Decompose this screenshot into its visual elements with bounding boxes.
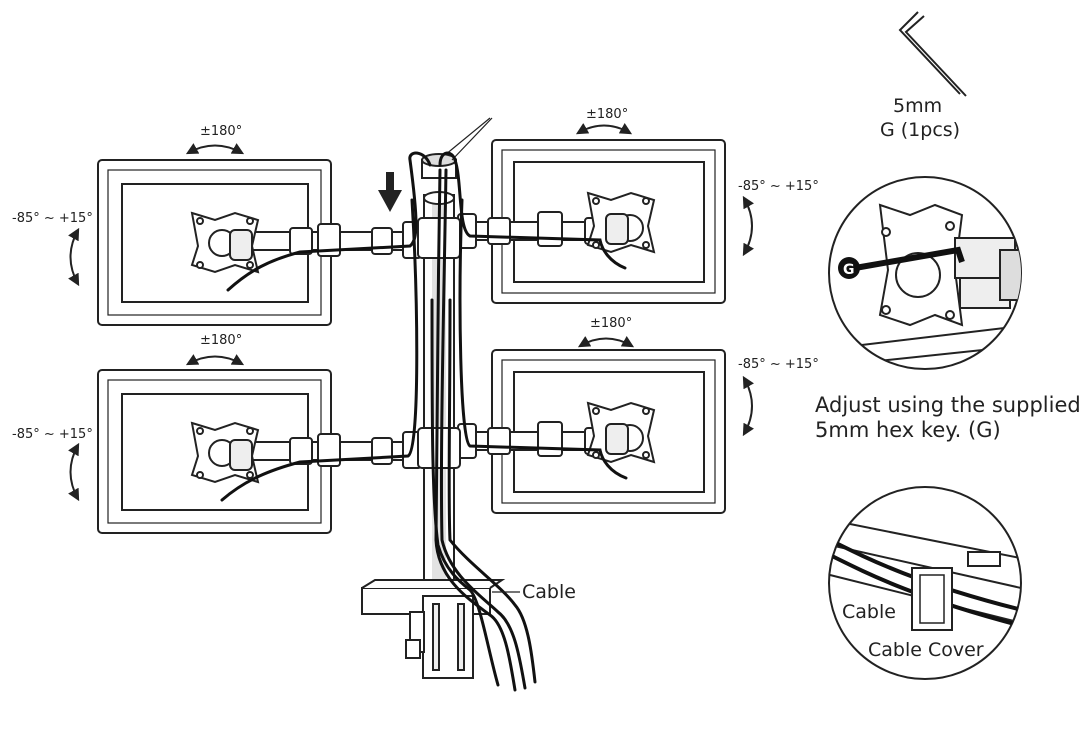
tilt-label-bottom-right: -85° ~ +15° [738,357,819,372]
swivel-arrows [185,123,635,366]
hex-key-icon [898,11,967,97]
swivel-label-bottom-left: ±180° [200,333,242,348]
down-arrow-icon [378,172,402,212]
hex-instruction-line1: Adjust using the supplied [815,393,1081,417]
vesa-plate-bottom-left [190,421,260,484]
detail-cable-cover-label: Cable Cover [868,639,984,661]
detail-cable-cover [828,486,1022,680]
pointer-lines [444,117,493,161]
hex-badge-letter: G [843,262,855,278]
swivel-label-top-right: ±180° [586,107,628,122]
tilt-label-bottom-left: -85° ~ +15° [12,427,93,442]
vesa-plate-top-right [586,191,656,254]
cables [220,151,628,692]
hex-instruction-line2: 5mm hex key. (G) [815,418,1001,442]
hex-key-part: G (1pcs) [880,119,960,141]
vesa-plate-bottom-right [586,401,656,464]
desk-clamp [361,579,506,679]
swivel-label-top-left: ±180° [200,124,242,139]
tilt-label-top-right: -85° ~ +15° [738,179,819,194]
swivel-label-bottom-right: ±180° [590,316,632,331]
tilt-label-top-left: -85° ~ +15° [12,211,93,226]
vesa-plate-top-left [190,211,260,274]
tilt-arrows [68,195,754,502]
detail-cable-label: Cable [842,601,896,623]
detail-hex-adjust: G [828,176,1022,370]
cable-label: Cable [522,581,576,603]
hex-key-size: 5mm [893,95,942,117]
